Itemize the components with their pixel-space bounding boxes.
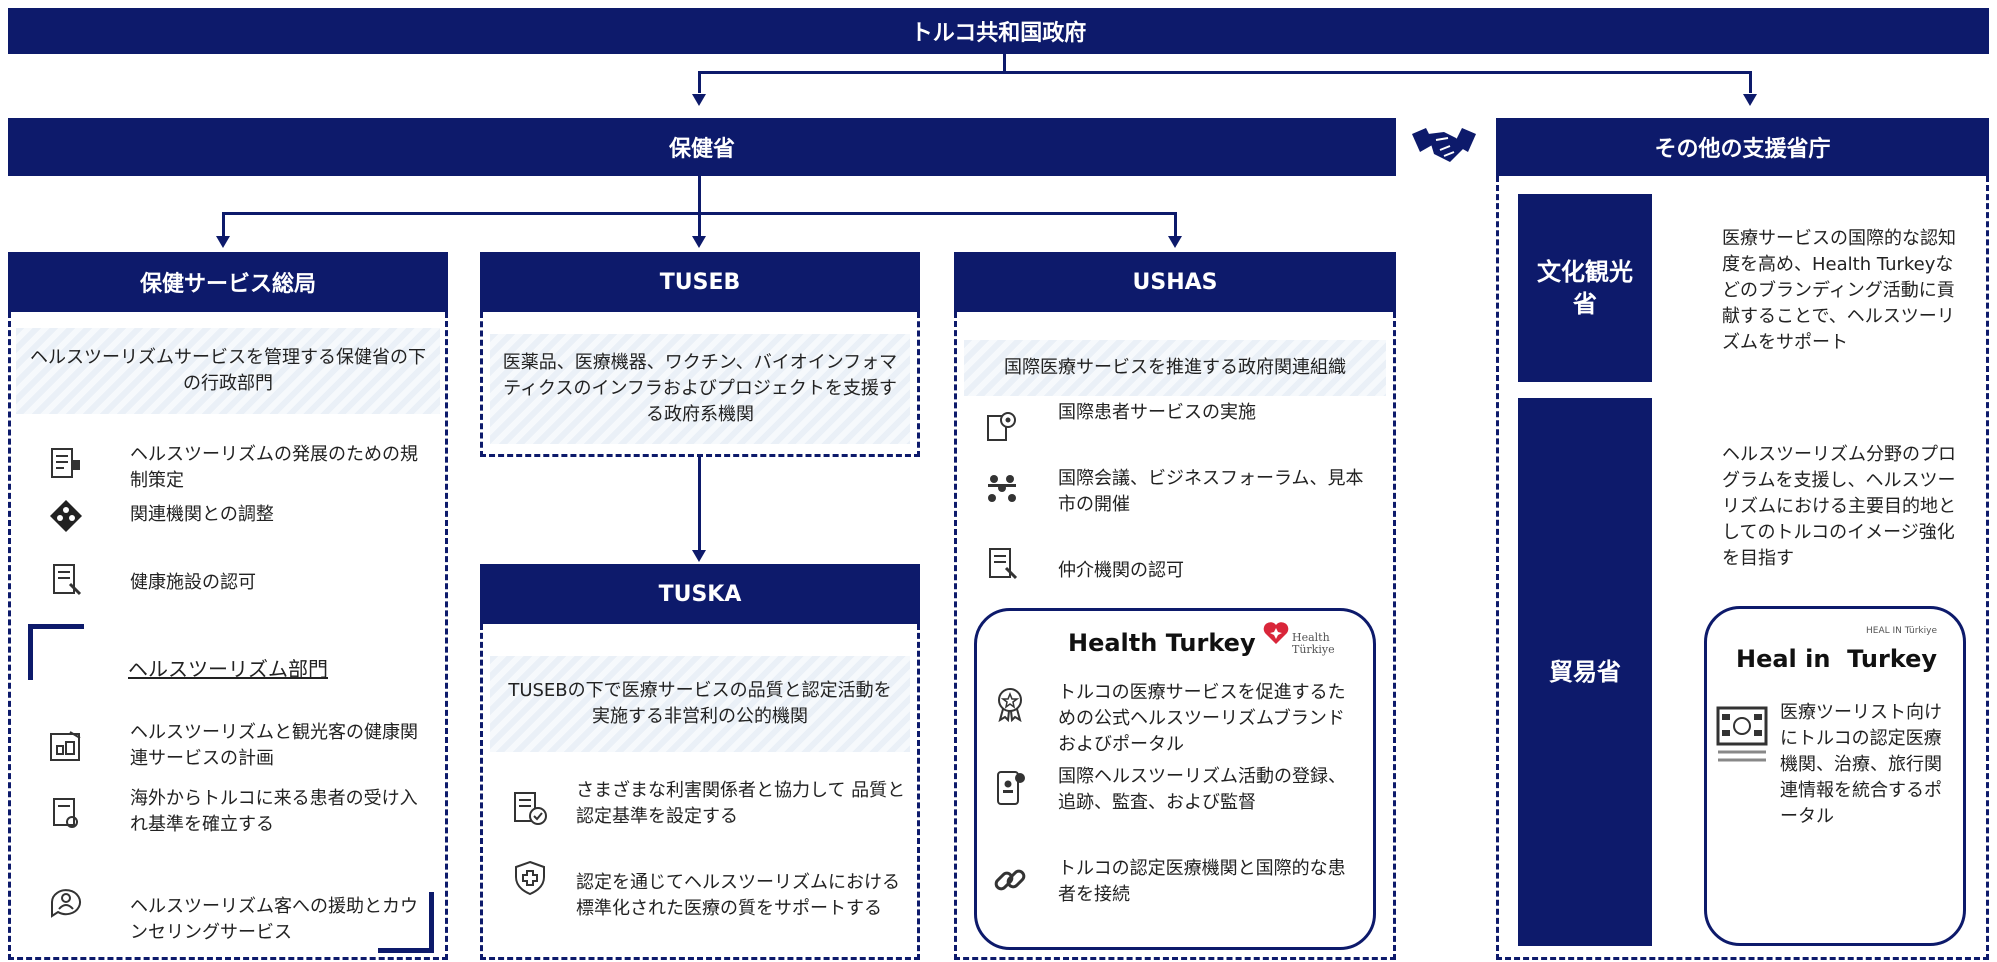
arrow-down-icon [1743, 94, 1757, 106]
document-gear-icon [51, 448, 80, 478]
gdhs-box [8, 312, 448, 960]
bracket-top-left [28, 624, 33, 680]
tuseb-desc: 医薬品、医療機器、ワクチン、バイオインフォマティクスのインフラおよびプロジェクト… [490, 334, 910, 444]
chain-link-icon [994, 869, 1026, 891]
health-turkey-card [974, 608, 1376, 950]
connector [698, 457, 701, 550]
medical-shield-icon [515, 860, 545, 896]
ushas-item: 国際患者サービスの実施 [1058, 402, 1256, 423]
stamp-doc-icon [53, 798, 78, 828]
health-turkiye-logo-text: Health Türkiye [1292, 631, 1335, 656]
heal-in-turkey-desc: 医療ツーリスト向けにトルコの認定医療機関、治療、旅行関連情報を統合するポータル [1780, 702, 1942, 827]
tuseb-box [480, 312, 920, 457]
culture-ministry-block: 文化観光 省 [1518, 194, 1652, 382]
gdhs-item: 健康施設の認可 [130, 572, 256, 593]
heal-in-turkiye-logo-text: HEAL IN Türkiye [1866, 626, 1937, 636]
arrow-down-icon [692, 236, 706, 248]
trade-ministry-desc: ヘルスツーリズム分野のプログラムを支援し、ヘルスツーリズムにおける主要目的地とし… [1722, 444, 1956, 569]
ministry-health-bar: 保健省 [8, 118, 1396, 176]
arrow-down-icon [692, 94, 706, 106]
tuseb-title: TUSEB [659, 269, 741, 295]
heal-in-turkey-title: Heal in Turkey [1736, 645, 1938, 673]
meeting-people-icon [988, 475, 1016, 502]
tuska-box [480, 624, 920, 960]
ushas-title-bar: USHAS [954, 252, 1396, 312]
gdhs-title: 保健サービス総局 [139, 272, 316, 297]
bracket-bottom-right [429, 892, 434, 952]
monitor-network-icon [1716, 706, 1768, 762]
government-title-bar: トルコ共和国政府 [8, 8, 1989, 54]
gdhs-desc: ヘルスツーリズムサービスを管理する保健省の下の行政部門 [16, 328, 440, 414]
award-ribbon-icon [998, 688, 1022, 722]
tuska-item: 認定を通じてヘルスツーリズムにおける標準化された医療の質をサポートする [576, 872, 900, 919]
plan-chart-icon [50, 731, 81, 761]
culture-ministry-desc: 医療サービスの国際的な認知度を高め、Health Turkeyなどのブランディン… [1722, 228, 1956, 353]
network-diamond-icon [50, 500, 82, 532]
other-ministries-title: その他の支援省庁 [1654, 137, 1831, 162]
ushas-box [954, 312, 1396, 960]
ushas-item: 仲介機関の認可 [1058, 560, 1184, 581]
connector [1003, 54, 1006, 72]
health-turkey-item: 国際ヘルスツーリズム活動の登録、追跡、監査、および監督 [1058, 766, 1346, 813]
checklist-icon [514, 792, 547, 825]
connector [698, 176, 701, 214]
certificate-doc-icon [989, 548, 1018, 580]
tuseb-title-bar: TUSEB [480, 252, 920, 312]
chat-person-icon [51, 889, 81, 918]
other-ministries-bar: その他の支援省庁 [1496, 118, 1989, 176]
arrow-down-icon [216, 236, 230, 248]
bracket-bottom-right [378, 948, 434, 953]
connector [222, 212, 225, 236]
gdhs-title-bar: 保健サービス総局 [8, 252, 448, 312]
government-title: トルコ共和国政府 [910, 21, 1087, 46]
id-phone-icon [997, 771, 1025, 805]
gdhs-item: ヘルスツーリズムの発展のための規制策定 [130, 444, 418, 491]
ushas-item: 国際会議、ビジネスフォーラム、見本市の開催 [1058, 468, 1364, 515]
connector [698, 71, 701, 93]
other-ministries-box [1496, 176, 1989, 960]
health-turkey-item: トルコの認定医療機関と国際的な患者を接続 [1058, 858, 1346, 905]
ushas-desc: 国際医療サービスを推進する政府関連組織 [964, 340, 1386, 396]
tuska-desc: TUSEBの下で医療サービスの品質と認定活動を実施する非営利の公的機関 [490, 656, 910, 752]
gdhs-dept-item: 海外からトルコに来る患者の受け入れ基準を確立する [130, 788, 418, 835]
health-turkey-item: トルコの医療サービスを促進するための公式ヘルスツーリズムブランドおよびポータル [1058, 682, 1346, 755]
ministry-health-title: 保健省 [668, 137, 735, 162]
trade-ministry-block: 貿易省 [1518, 398, 1652, 946]
heart-logo-icon [1263, 622, 1289, 644]
bracket-top-left [28, 624, 84, 629]
arrow-down-icon [692, 550, 706, 562]
connector [698, 212, 701, 236]
health-turkey-title: Health Turkey [1068, 629, 1256, 657]
gear-doc-icon [987, 412, 1016, 441]
connector [1174, 212, 1177, 236]
gdhs-dept-title: ヘルスツーリズム部門 [128, 657, 328, 681]
handshake-icon [1412, 128, 1476, 162]
connector [698, 71, 1752, 74]
arrow-down-icon [1168, 236, 1182, 248]
certificate-doc-icon [53, 564, 82, 596]
ushas-title: USHAS [1132, 269, 1218, 295]
gdhs-item: 関連機関との調整 [130, 504, 274, 525]
tuska-item: さまざまな利害関係者と協力して 品質と認定基準を設定する [576, 780, 906, 827]
tuska-title-bar: TUSKA [480, 564, 920, 624]
heal-in-turkey-card [1704, 606, 1966, 946]
tuska-title: TUSKA [658, 581, 742, 607]
gdhs-dept-item: ヘルスツーリズム客への援助とカウンセリングサービス [130, 896, 418, 943]
connector [1749, 71, 1752, 93]
gdhs-dept-item: ヘルスツーリズムと観光客の健康関連サービスの計画 [130, 722, 418, 769]
